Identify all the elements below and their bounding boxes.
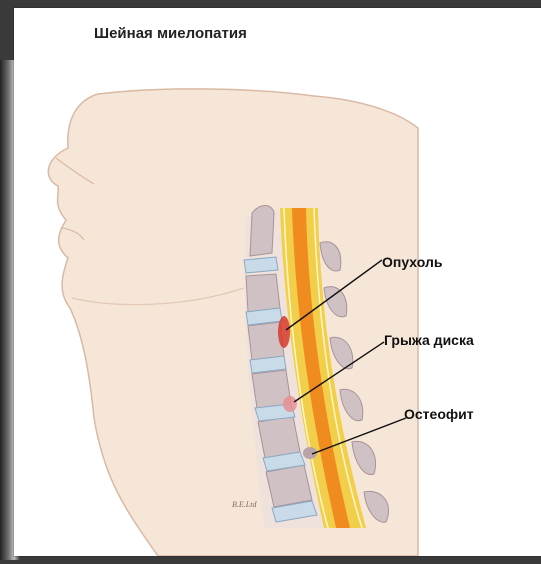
disc — [244, 257, 278, 273]
illustration-panel: Шейная миелопатия — [14, 8, 541, 556]
osteophyte-label: Остеофит — [404, 406, 474, 422]
head-neck-silhouette — [48, 89, 418, 556]
tumor-label: Опухоль — [382, 254, 442, 270]
illustrator-credit: B.E.Ltd — [232, 500, 256, 509]
neck-anatomy-illustration — [14, 8, 541, 556]
disc-hernia-lesion — [283, 396, 297, 412]
vertebra-body — [258, 416, 300, 458]
hernia-label: Грыжа диска — [384, 332, 474, 348]
vertebra-body — [250, 206, 274, 257]
tumor-lesion — [278, 316, 290, 348]
vertebra-body — [246, 274, 280, 312]
vertebra-body — [266, 465, 312, 507]
